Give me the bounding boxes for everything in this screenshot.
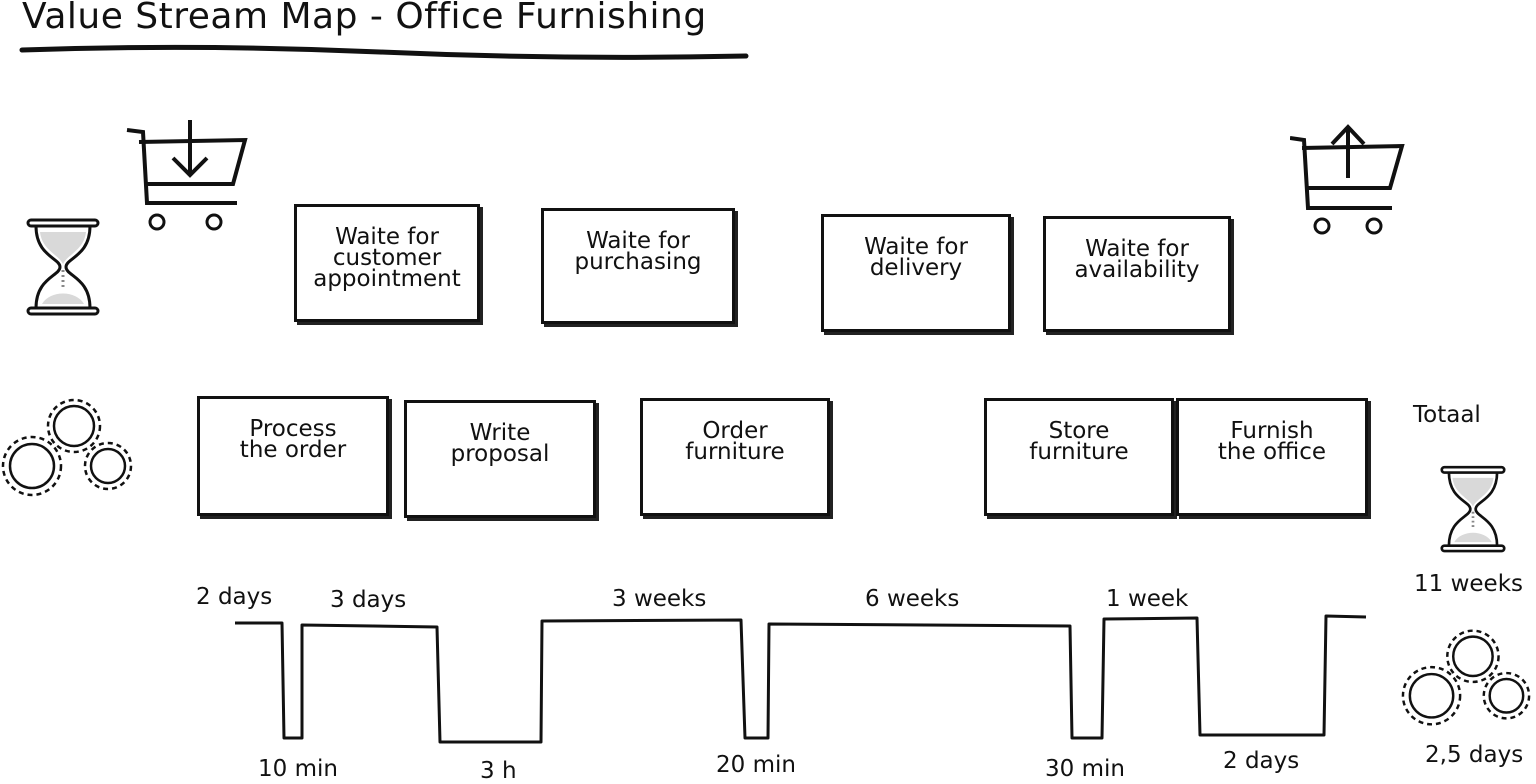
wait-time-label: 3 weeks [612,586,707,612]
wait-time-label: 2 days [196,584,273,610]
wait-time-label: 1 week [1106,586,1189,612]
process-time-label: 20 min [716,752,796,778]
totals-label: Totaal [1413,402,1481,428]
process-time-label: 2 days [1223,748,1300,774]
wait-step-label: Waite for customer appointment [313,224,461,292]
wait-step-purchasing: Waite for purchasing [541,208,735,324]
gears-icon [1,398,133,497]
cart-inbound-icon [126,120,248,231]
process-step-label: Store furniture [1029,418,1129,465]
process-step-label: Process the order [239,416,347,463]
wait-step-label: Waite for delivery [864,234,968,281]
total-lead-time: 11 weeks [1414,571,1523,597]
process-step-furnish-office: Furnish the office [1176,398,1368,516]
wait-step-availability: Waite for availability [1043,216,1231,332]
process-step-label: Order furniture [685,418,785,465]
wait-time-label: 6 weeks [865,586,960,612]
hourglass-icon [1440,465,1506,553]
process-step-label: Write proposal [450,420,550,467]
process-step-store-furniture: Store furniture [984,398,1174,516]
wait-time-label: 3 days [330,587,407,613]
wait-step-label: Waite for purchasing [574,228,702,275]
process-time-label: 3 h [480,758,517,784]
wait-step-customer-appointment: Waite for customer appointment [294,204,480,322]
wait-step-label: Waite for availability [1074,236,1200,283]
process-time-label: 30 min [1045,756,1125,782]
page-title: Value Stream Map - Office Furnishing [22,0,707,37]
cart-outbound-icon [1290,124,1405,235]
total-process-time: 2,5 days [1425,742,1524,768]
process-step-label: Furnish the office [1217,418,1327,465]
process-time-label: 10 min [258,756,338,782]
gears-icon [1401,629,1531,726]
process-step-process-order: Process the order [197,396,389,516]
process-step-order-furniture: Order furniture [640,398,830,516]
wait-step-delivery: Waite for delivery [821,214,1011,332]
hourglass-icon [26,218,100,316]
process-step-write-proposal: Write proposal [404,400,596,518]
